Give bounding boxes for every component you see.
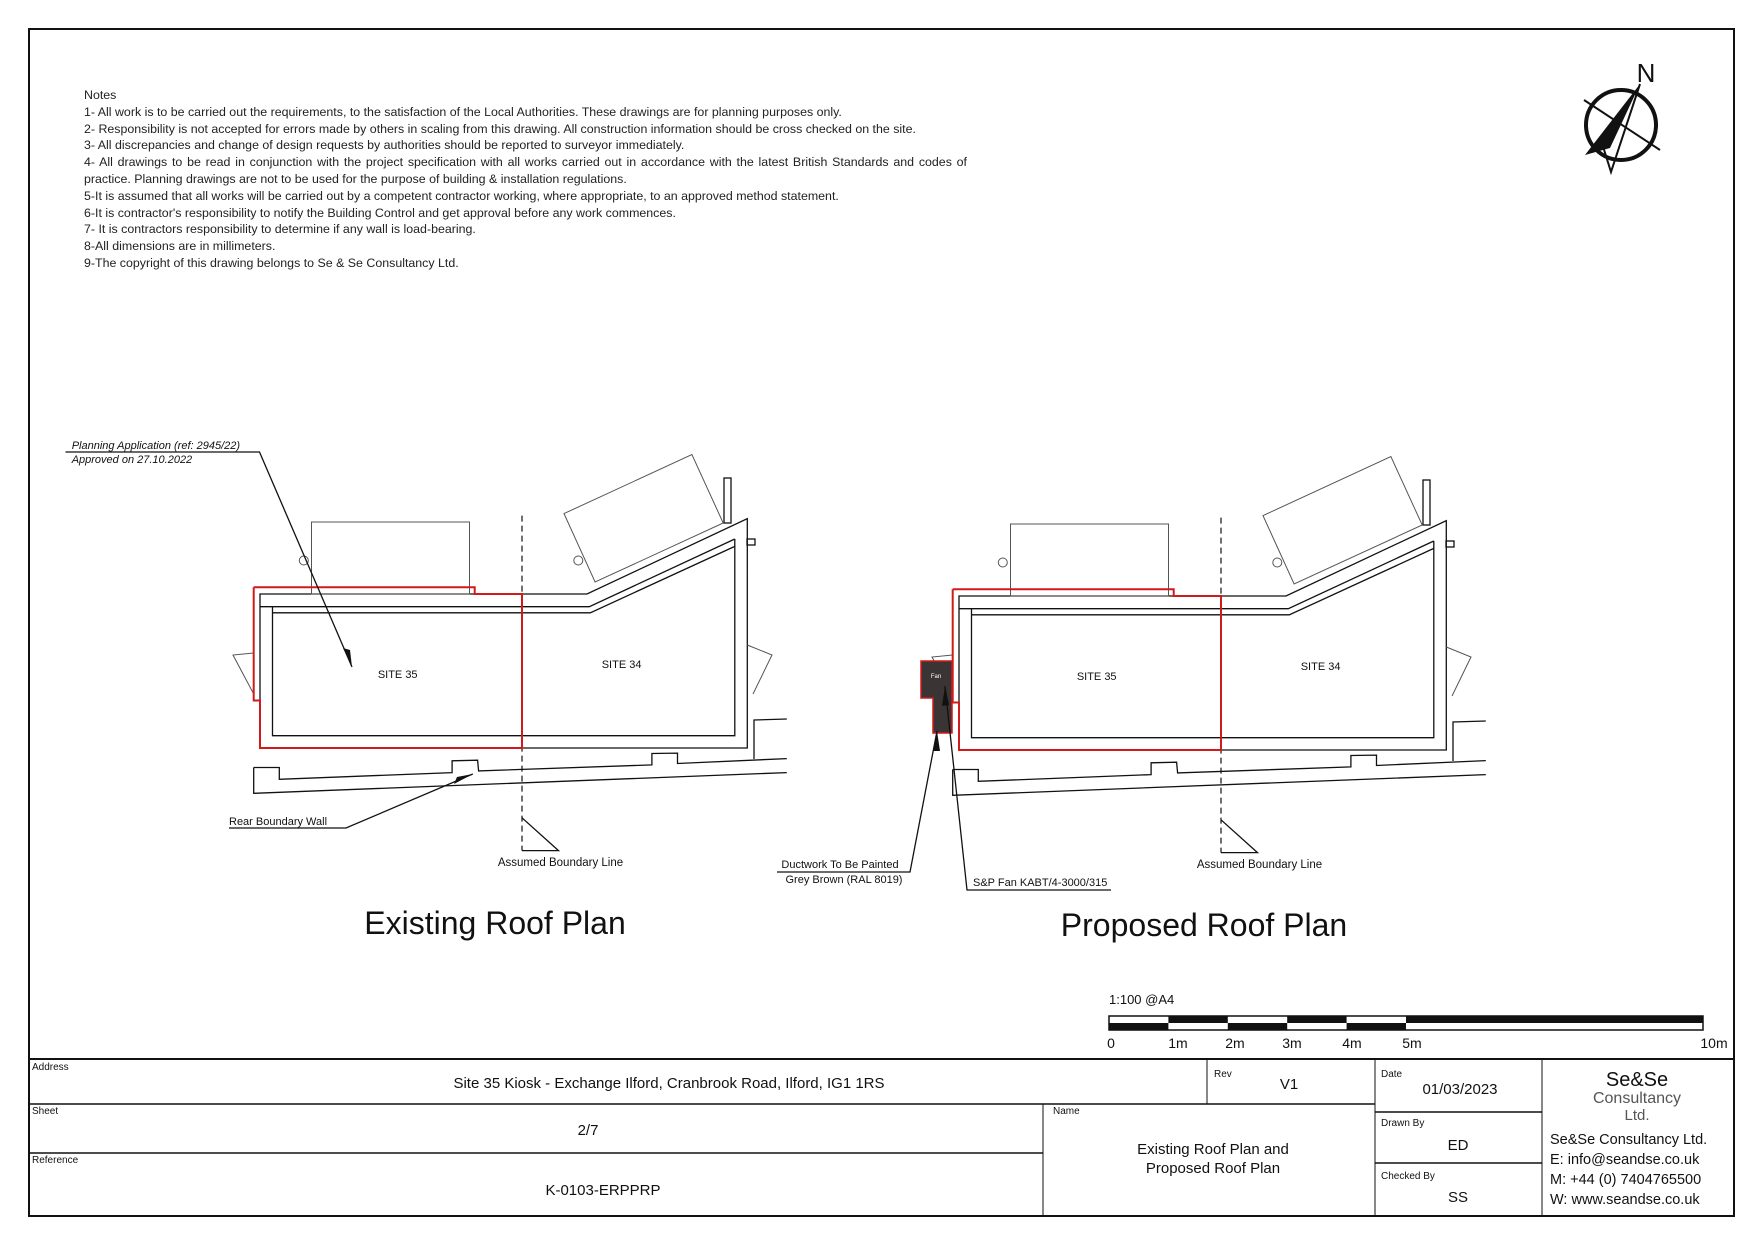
rev-value: V1 (1280, 1076, 1298, 1093)
svg-text:Consultancy: Consultancy (1593, 1090, 1681, 1107)
checked-by-value: SS (1448, 1189, 1468, 1206)
north-arrow-icon: N (1583, 58, 1661, 176)
note-item: 4- All drawings to be read in conjunctio… (84, 155, 967, 186)
planning-annotation: Planning Application (ref: 2945/22) (72, 440, 241, 452)
company-email[interactable]: E: info@seandse.co.uk (1550, 1152, 1700, 1168)
name-label: Name (1053, 1106, 1080, 1117)
extract-fan: Fan (920, 660, 953, 734)
existing-plan-title: Existing Roof Plan (364, 905, 625, 941)
company-mobile: M: +44 (0) 7404765500 (1550, 1172, 1701, 1188)
drawing-name-line2: Proposed Roof Plan (1146, 1160, 1280, 1177)
sheet-label: Sheet (32, 1106, 58, 1117)
note-item: 7- It is contractors responsibility to d… (84, 222, 476, 237)
proposed-roof-plan: SITE 35 SITE 34 Assumed Boundary Line Fa… (777, 455, 1487, 943)
rear-boundary-label: Rear Boundary Wall (229, 816, 327, 828)
drawn-by-label: Drawn By (1381, 1118, 1424, 1129)
scale-tick: 10m (1700, 1035, 1727, 1051)
scale-tick: 4m (1342, 1035, 1361, 1051)
fan-spec-label: S&P Fan KABT/4-3000/315 (973, 877, 1107, 889)
rev-label: Rev (1214, 1069, 1232, 1080)
drawing-name-line1: Existing Roof Plan and (1137, 1141, 1289, 1158)
ductwork-color-label: Grey Brown (RAL 8019) (786, 874, 903, 886)
sheet-border (28, 28, 1735, 1217)
site-35-label: SITE 35 (378, 669, 418, 681)
company-logo: Se&Se Consultancy Ltd. (1593, 1069, 1681, 1124)
boundary-line-label: Assumed Boundary Line (1197, 859, 1322, 871)
scale-bar: 1:100 @A4 0 1m 2m 3m 4m 5m 10m (1107, 992, 1728, 1051)
approval-annotation: Approved on 27.10.2022 (71, 454, 193, 466)
boundary-line-label: Assumed Boundary Line (498, 857, 623, 869)
company-website[interactable]: W: www.seandse.co.uk (1550, 1192, 1700, 1208)
company-name: Se&Se Consultancy Ltd. (1550, 1132, 1707, 1148)
note-item: 6-It is contractor's responsibility to n… (84, 205, 676, 220)
note-item: 3- All discrepancies and change of desig… (84, 138, 685, 153)
address-label: Address (32, 1062, 69, 1073)
note-item: 2- Responsibility is not accepted for er… (84, 121, 916, 136)
existing-roof-plan: SITE 35 SITE 34 Planning Application (re… (65, 440, 788, 941)
address-value: Site 35 Kiosk - Exchange Ilford, Cranbro… (453, 1075, 884, 1092)
site-redline-boundary (951, 588, 1222, 751)
general-notes: Notes 1- All work is to be carried out t… (84, 87, 967, 272)
checked-by-label: Checked By (1381, 1171, 1435, 1182)
scale-tick: 2m (1225, 1035, 1244, 1051)
date-label: Date (1381, 1069, 1403, 1080)
ductwork-label: Ductwork To Be Painted (781, 859, 898, 871)
scale-tick: 0 (1107, 1035, 1115, 1051)
site-redline-boundary (252, 586, 523, 749)
note-item: 8-All dimensions are in millimeters. (84, 239, 276, 254)
sheet-value: 2/7 (578, 1122, 599, 1139)
site-34-label: SITE 34 (1301, 661, 1341, 673)
note-item: 9-The copyright of this drawing belongs … (84, 255, 459, 270)
reference-label: Reference (32, 1155, 79, 1166)
proposed-plan-title: Proposed Roof Plan (1061, 907, 1347, 943)
scale-tick: 3m (1282, 1035, 1301, 1051)
scale-tick: 5m (1402, 1035, 1421, 1051)
drawn-by-value: ED (1448, 1137, 1469, 1154)
scale-tick: 1m (1168, 1035, 1187, 1051)
north-label: N (1637, 58, 1656, 88)
date-value: 01/03/2023 (1422, 1081, 1497, 1098)
svg-text:Se&Se: Se&Se (1606, 1069, 1668, 1091)
scale-label: 1:100 @A4 (1109, 992, 1174, 1007)
reference-value: K-0103-ERPPRP (545, 1182, 660, 1199)
site-34-label: SITE 34 (602, 659, 642, 671)
site-35-label: SITE 35 (1077, 671, 1117, 683)
note-item: 1- All work is to be carried out the req… (84, 104, 842, 119)
note-item: 5-It is assumed that all works will be c… (84, 188, 839, 203)
title-block: Address Site 35 Kiosk - Exchange Ilford,… (29, 1058, 1734, 1216)
svg-text:Ltd.: Ltd. (1624, 1107, 1649, 1124)
fan-label: Fan (931, 674, 941, 680)
notes-heading: Notes (84, 88, 117, 102)
